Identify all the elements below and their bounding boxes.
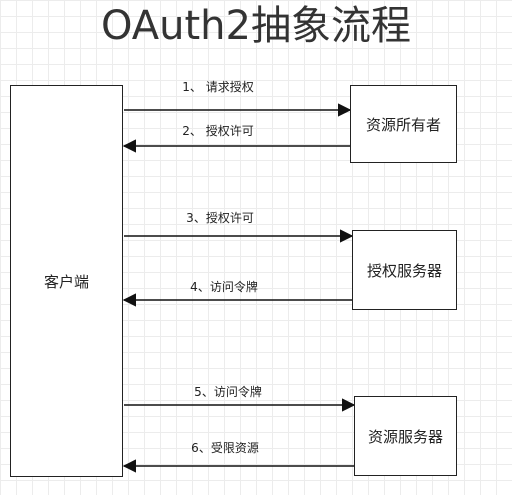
step-3-label: 3、授权许可 xyxy=(186,211,254,225)
diagram-title: OAuth2抽象流程 xyxy=(101,3,411,49)
resource-owner-box: 资源所有者 xyxy=(350,85,457,163)
client-box: 客户端 xyxy=(10,85,123,477)
step-4-label: 4、访问令牌 xyxy=(190,280,258,294)
auth-server-box: 授权服务器 xyxy=(352,230,457,310)
step-1-label: 1、 请求授权 xyxy=(182,80,254,94)
resource-server-box: 资源服务器 xyxy=(354,396,457,476)
client-label: 客户端 xyxy=(43,272,89,291)
step-2-label: 2、 授权许可 xyxy=(182,124,254,138)
step-6-label: 6、受限资源 xyxy=(191,441,259,455)
step-5-label: 5、访问令牌 xyxy=(194,385,262,399)
resource-server-label: 资源服务器 xyxy=(367,427,443,446)
auth-server-label: 授权服务器 xyxy=(366,261,442,280)
resource-owner-label: 资源所有者 xyxy=(365,115,441,134)
